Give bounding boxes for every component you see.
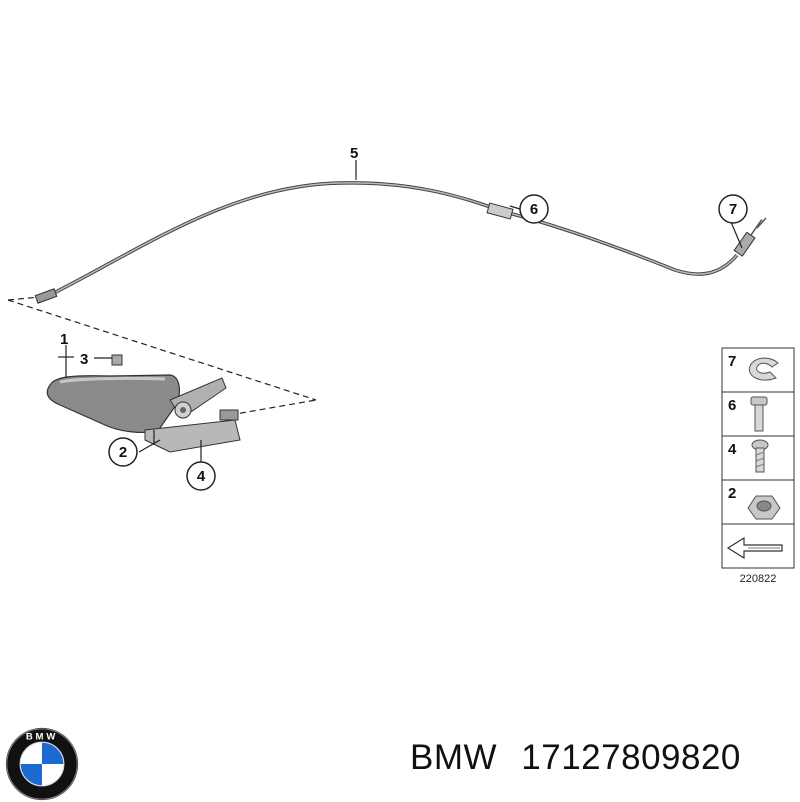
svg-text:6: 6 [728,397,736,414]
brand-name: BMW [410,738,498,777]
part-number: 17127809820 [521,738,741,777]
part-caption: BMW 17127809820 [410,738,741,778]
parts-legend: 7 6 4 2 [721,347,795,585]
legend-row-6: 6 [728,396,768,432]
callout-7: 7 [718,194,748,224]
callout-2: 2 [108,437,138,467]
svg-text:4: 4 [197,468,206,485]
clip-icon [748,357,779,381]
diagram-reference-number: 220822 [740,573,777,585]
svg-text:7: 7 [729,201,737,218]
leader-lines [58,160,743,462]
svg-text:7: 7 [728,353,736,370]
handbrake-lever [46,354,241,453]
svg-text:6: 6 [530,201,538,218]
callout-4: 4 [186,461,216,491]
nut-icon [747,495,781,520]
bmw-logo: BMW [5,727,79,801]
callout-6: 6 [519,194,549,224]
callout-3: 3 [80,351,88,368]
legend-row-2: 2 [728,485,781,520]
legend-row-7: 7 [728,353,779,381]
svg-text:4: 4 [728,441,737,458]
bolt-icon [750,396,768,432]
svg-text:2: 2 [119,444,127,461]
svg-text:BMW: BMW [26,731,58,742]
arrow-icon [726,536,783,560]
callout-1: 1 [60,331,68,348]
svg-text:3: 3 [80,351,88,368]
cable [34,181,767,304]
svg-text:1: 1 [60,331,68,348]
callout-5: 5 [350,145,358,162]
legend-row-4: 4 [728,439,769,473]
svg-text:5: 5 [350,145,358,162]
svg-text:2: 2 [728,485,736,502]
screw-icon [751,439,769,473]
